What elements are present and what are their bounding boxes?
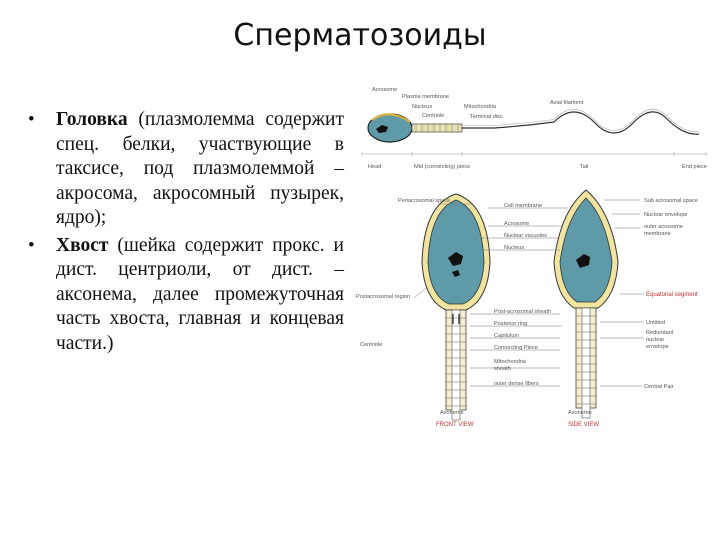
label-axoneme-side: Axoneme	[568, 410, 592, 416]
label-front-view: FRONT VIEW	[436, 422, 474, 428]
label-postacrosomal-region: Postacrosomal region	[356, 294, 410, 300]
nucleus-icon	[576, 254, 590, 268]
label-redundant-nuclear: nuclear	[646, 337, 664, 343]
label-axial-filament: Axial filament	[550, 100, 584, 106]
bullet-tail-text: Хвост (шейка содержит прокс. и дист. цен…	[56, 234, 344, 357]
leader-lines	[413, 199, 644, 387]
bullet-head-term: Головка	[56, 109, 128, 130]
label-mid-piece: Mid (connecting) piece	[414, 164, 470, 170]
label-nucleus-top: Nucleus	[412, 104, 432, 110]
label-acrosome-mid: Acrosome	[504, 221, 529, 227]
bullet-head-text: Головка (плазмолемма содержит спец. белк…	[56, 108, 344, 231]
label-equatorial-segment: Equatorial segment	[646, 292, 698, 298]
label-redundant: Redundant	[646, 330, 674, 336]
label-mitochondria-top: Mitochondria	[464, 104, 497, 110]
sperm-anatomy-figure: Acrosome Plasma membrane Nucleus Centrio…	[356, 87, 707, 428]
bullet-head: • Головка (плазмолемма содержит спец. бе…	[26, 108, 344, 231]
slide-title: Сперматозоиды	[233, 18, 487, 53]
label-side-view: SIDE VIEW	[568, 422, 599, 428]
bullet-tail-body: (шейка содержит прокс. и дист. центриоли…	[56, 234, 344, 354]
label-end-piece: End piece	[682, 164, 707, 170]
label-cell-membrane: Cell membrane	[504, 203, 542, 209]
bullet-tail: • Хвост (шейка содержит прокс. и дист. ц…	[26, 234, 344, 357]
label-capitulum: Capitulum	[494, 333, 520, 339]
front-view-head	[421, 193, 491, 421]
side-view-head	[553, 189, 619, 419]
label-plasma-membrane: Plasma membrane	[402, 94, 449, 100]
label-connecting-piece: Connecting Piece	[494, 345, 538, 351]
label-head: Head	[368, 164, 381, 170]
bullet-head-body: (плазмолемма содержит спец. белки, участ…	[56, 109, 344, 228]
label-centriole-top: Centriole	[422, 113, 444, 119]
bullet-marker: •	[28, 109, 35, 130]
label-outer-acrosome-membrane: membrane	[644, 231, 671, 237]
label-centriole-front: Centriole	[360, 342, 382, 348]
label-redundant-envelope: envelope	[646, 344, 669, 350]
label-subacrosomal: Sub acrosomal space	[644, 198, 698, 204]
label-posterior-ring: Posterior ring	[494, 321, 527, 327]
label-outer-acrosome: outer acrosome	[644, 224, 683, 230]
label-mitochondria-mid: Mitochondria	[494, 359, 527, 365]
bullet-list: • Головка (плазмолемма содержит спец. бе…	[26, 108, 344, 359]
bullet-tail-term: Хвост	[56, 234, 109, 256]
label-nuclear-envelope: Nuclear envelope	[644, 212, 688, 218]
label-terminal-disc: Terminal disc	[470, 114, 503, 120]
label-nuclear-vacuoles: Nuclear vacuoles	[504, 233, 547, 239]
label-axoneme-front: Axoneme	[440, 410, 464, 416]
label-untitled: Untitled	[646, 320, 665, 326]
label-tail: Tail	[580, 164, 588, 170]
nucleus-icon	[376, 125, 388, 133]
label-mitochondria-sheath: sheath	[494, 366, 511, 372]
whole-sperm-diagram: Acrosome Plasma membrane Nucleus Centrio…	[361, 87, 707, 170]
label-outer-dense-fibers: outer dense fibers	[494, 381, 539, 387]
label-periacrosomal: Periacrosomal space	[398, 198, 450, 204]
label-postacrosomal-sheath: Post-acrosomal sheath	[494, 309, 551, 315]
label-acrosome-top: Acrosome	[372, 87, 397, 93]
nuclear-vacuole-icon	[448, 252, 463, 277]
bullet-marker: •	[28, 234, 35, 256]
label-nucleus-mid: Nucleus	[504, 245, 524, 251]
label-central-pair: Central Pair	[644, 384, 674, 390]
